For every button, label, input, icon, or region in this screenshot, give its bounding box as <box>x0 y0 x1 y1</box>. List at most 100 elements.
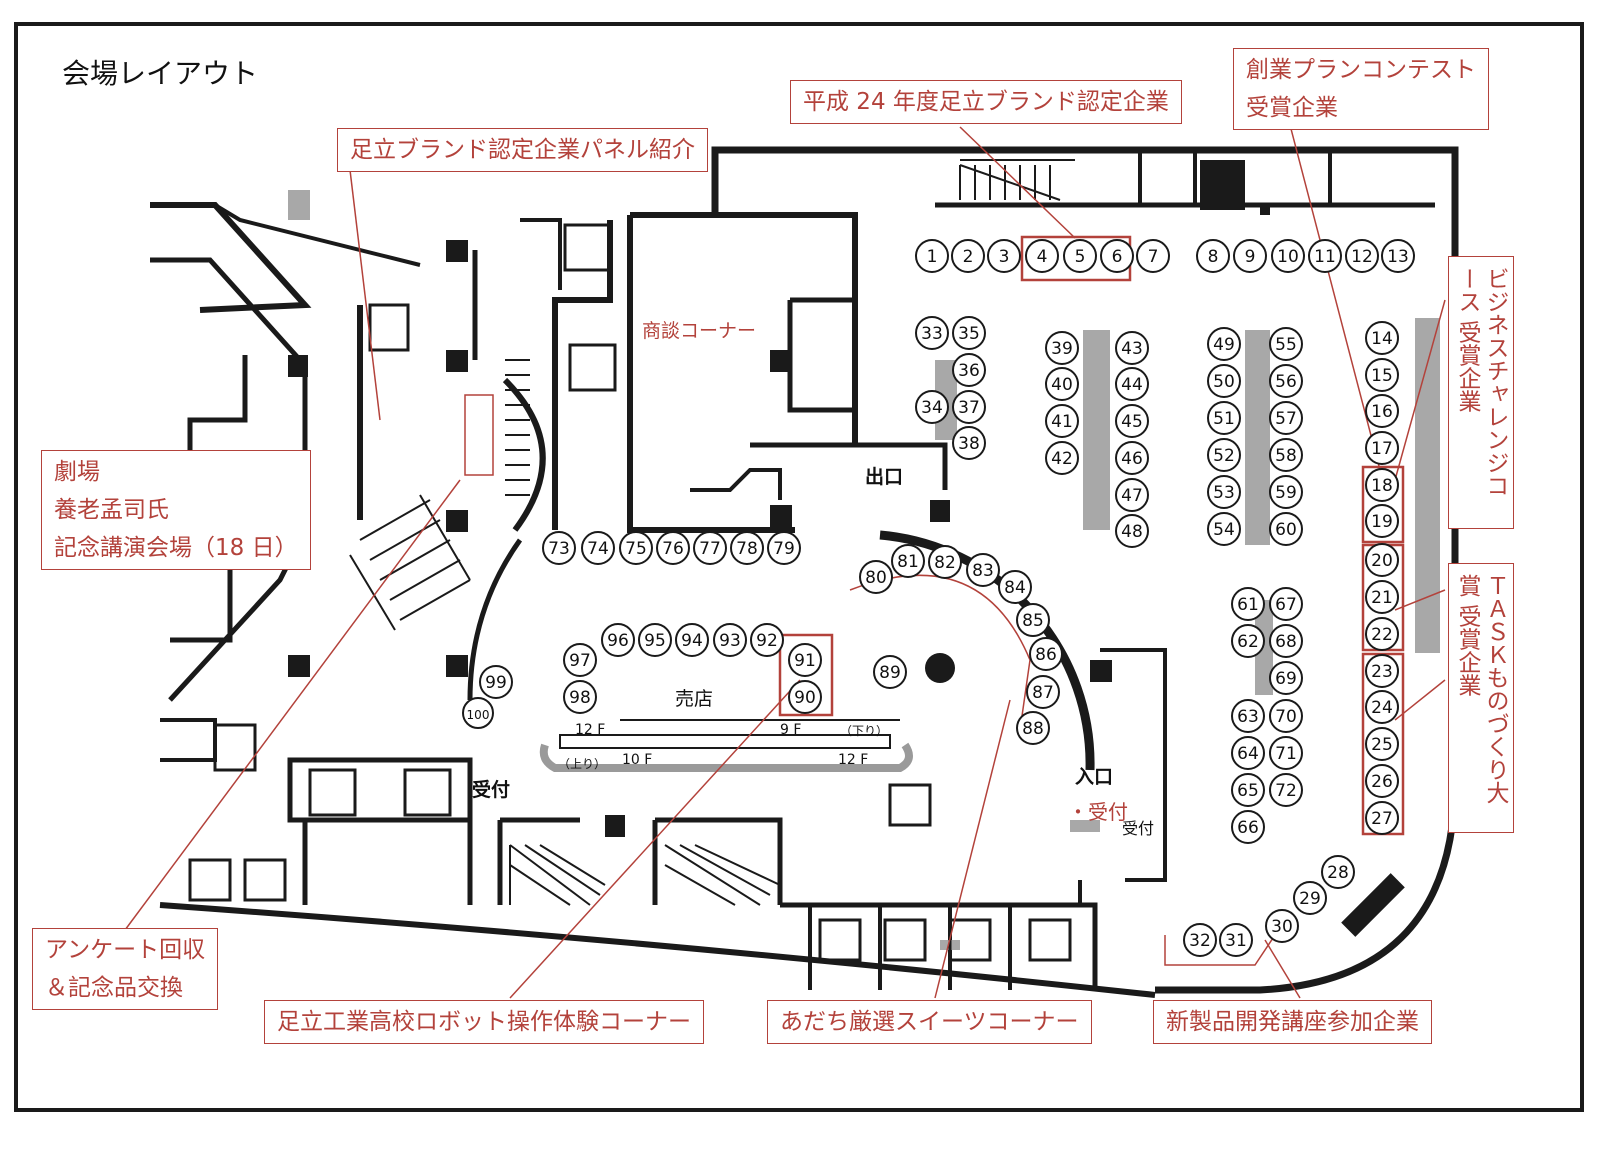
booth-72: 72 <box>1269 773 1303 807</box>
svg-text:64: 64 <box>1237 744 1259 764</box>
svg-text:8: 8 <box>1208 247 1219 267</box>
booth-59: 59 <box>1269 475 1303 509</box>
svg-text:11: 11 <box>1314 247 1336 267</box>
svg-text:51: 51 <box>1213 409 1235 429</box>
booth-23: 23 <box>1365 654 1399 688</box>
label-floor-12-bottom: 12 F <box>838 752 869 768</box>
svg-text:60: 60 <box>1275 520 1297 540</box>
booth-30: 30 <box>1265 909 1299 943</box>
svg-text:31: 31 <box>1225 931 1247 951</box>
booth-27: 27 <box>1365 801 1399 835</box>
svg-text:55: 55 <box>1275 335 1297 355</box>
label-exit: 出口 <box>865 466 904 488</box>
callout-robot: 足立工業高校ロボット操作体験コーナー <box>264 1000 704 1044</box>
callout-brand-h24: 平成 24 年度足立ブランド認定企業 <box>790 80 1182 124</box>
svg-text:74: 74 <box>587 539 609 559</box>
svg-text:21: 21 <box>1371 588 1393 608</box>
booth-56: 56 <box>1269 364 1303 398</box>
svg-text:79: 79 <box>773 539 795 559</box>
svg-text:65: 65 <box>1237 781 1259 801</box>
booth-32: 32 <box>1183 923 1217 957</box>
booth-42: 42 <box>1045 441 1079 475</box>
booth-45: 45 <box>1115 404 1149 438</box>
booth-100: 100 <box>462 697 494 729</box>
callout-sogyo: 創業プランコンテスト 受賞企業 <box>1233 48 1489 130</box>
booth-58: 58 <box>1269 438 1303 472</box>
label-shodan-corner: 商談コーナー <box>642 320 757 342</box>
booth-49: 49 <box>1207 327 1241 361</box>
booth-95: 95 <box>638 623 672 657</box>
booth-37: 37 <box>952 390 986 424</box>
booth-12: 12 <box>1345 239 1379 273</box>
booth-91: 91 <box>788 643 822 677</box>
svg-text:63: 63 <box>1237 707 1259 727</box>
booth-50: 50 <box>1207 364 1241 398</box>
booth-52: 52 <box>1207 438 1241 472</box>
booth-25: 25 <box>1365 727 1399 761</box>
svg-text:100: 100 <box>467 708 490 722</box>
svg-text:9: 9 <box>1245 247 1256 267</box>
booth-74: 74 <box>581 531 615 565</box>
svg-text:35: 35 <box>958 324 980 344</box>
svg-text:4: 4 <box>1037 247 1048 267</box>
svg-text:84: 84 <box>1004 578 1026 598</box>
booth-93: 93 <box>713 623 747 657</box>
svg-text:83: 83 <box>972 561 994 581</box>
booth-71: 71 <box>1269 736 1303 770</box>
booth-20: 20 <box>1365 543 1399 577</box>
booth-84: 84 <box>998 570 1032 604</box>
svg-text:99: 99 <box>485 673 507 693</box>
svg-text:88: 88 <box>1022 719 1044 739</box>
svg-text:2: 2 <box>963 247 974 267</box>
booth-75: 75 <box>619 531 653 565</box>
svg-text:57: 57 <box>1275 409 1297 429</box>
svg-text:36: 36 <box>958 361 980 381</box>
svg-text:77: 77 <box>699 539 721 559</box>
booth-16: 16 <box>1365 394 1399 428</box>
booth-83: 83 <box>966 553 1000 587</box>
booth-7: 7 <box>1136 239 1170 273</box>
svg-text:29: 29 <box>1299 889 1321 909</box>
booth-66: 66 <box>1231 810 1265 844</box>
svg-text:34: 34 <box>921 398 943 418</box>
svg-text:81: 81 <box>897 552 919 572</box>
svg-text:41: 41 <box>1051 412 1073 432</box>
svg-text:1: 1 <box>927 247 938 267</box>
callout-sweets: あだち厳選スイーツコーナー <box>767 1000 1092 1044</box>
svg-text:22: 22 <box>1371 625 1393 645</box>
booth-40: 40 <box>1045 367 1079 401</box>
booth-62: 62 <box>1231 624 1265 658</box>
booth-92: 92 <box>750 623 784 657</box>
booth-97: 97 <box>563 643 597 677</box>
booth-70: 70 <box>1269 699 1303 733</box>
svg-text:14: 14 <box>1371 329 1393 349</box>
svg-text:23: 23 <box>1371 662 1393 682</box>
booth-35: 35 <box>952 316 986 350</box>
booth-14: 14 <box>1365 321 1399 355</box>
callout-task: ＴＡＳＫものづくり大賞 受賞企業 <box>1448 563 1514 833</box>
label-shop: 売店 <box>675 688 714 710</box>
svg-text:49: 49 <box>1213 335 1235 355</box>
booth-18: 18 <box>1365 468 1399 502</box>
svg-text:90: 90 <box>794 688 816 708</box>
svg-text:17: 17 <box>1371 439 1393 459</box>
svg-text:68: 68 <box>1275 632 1297 652</box>
svg-text:98: 98 <box>569 688 591 708</box>
svg-text:67: 67 <box>1275 595 1297 615</box>
svg-text:10: 10 <box>1277 247 1299 267</box>
svg-text:73: 73 <box>548 539 570 559</box>
booth-86: 86 <box>1029 637 1063 671</box>
booth-22: 22 <box>1365 617 1399 651</box>
svg-text:66: 66 <box>1237 818 1259 838</box>
svg-text:6: 6 <box>1112 247 1123 267</box>
booth-4: 4 <box>1025 239 1059 273</box>
svg-text:93: 93 <box>719 631 741 651</box>
label-floor-10: 10 F <box>622 752 653 768</box>
svg-text:16: 16 <box>1371 402 1393 422</box>
svg-text:52: 52 <box>1213 446 1235 466</box>
svg-text:45: 45 <box>1121 412 1143 432</box>
svg-text:48: 48 <box>1121 522 1143 542</box>
label-reception-side: 受付 <box>1122 819 1155 838</box>
booth-9: 9 <box>1233 239 1267 273</box>
